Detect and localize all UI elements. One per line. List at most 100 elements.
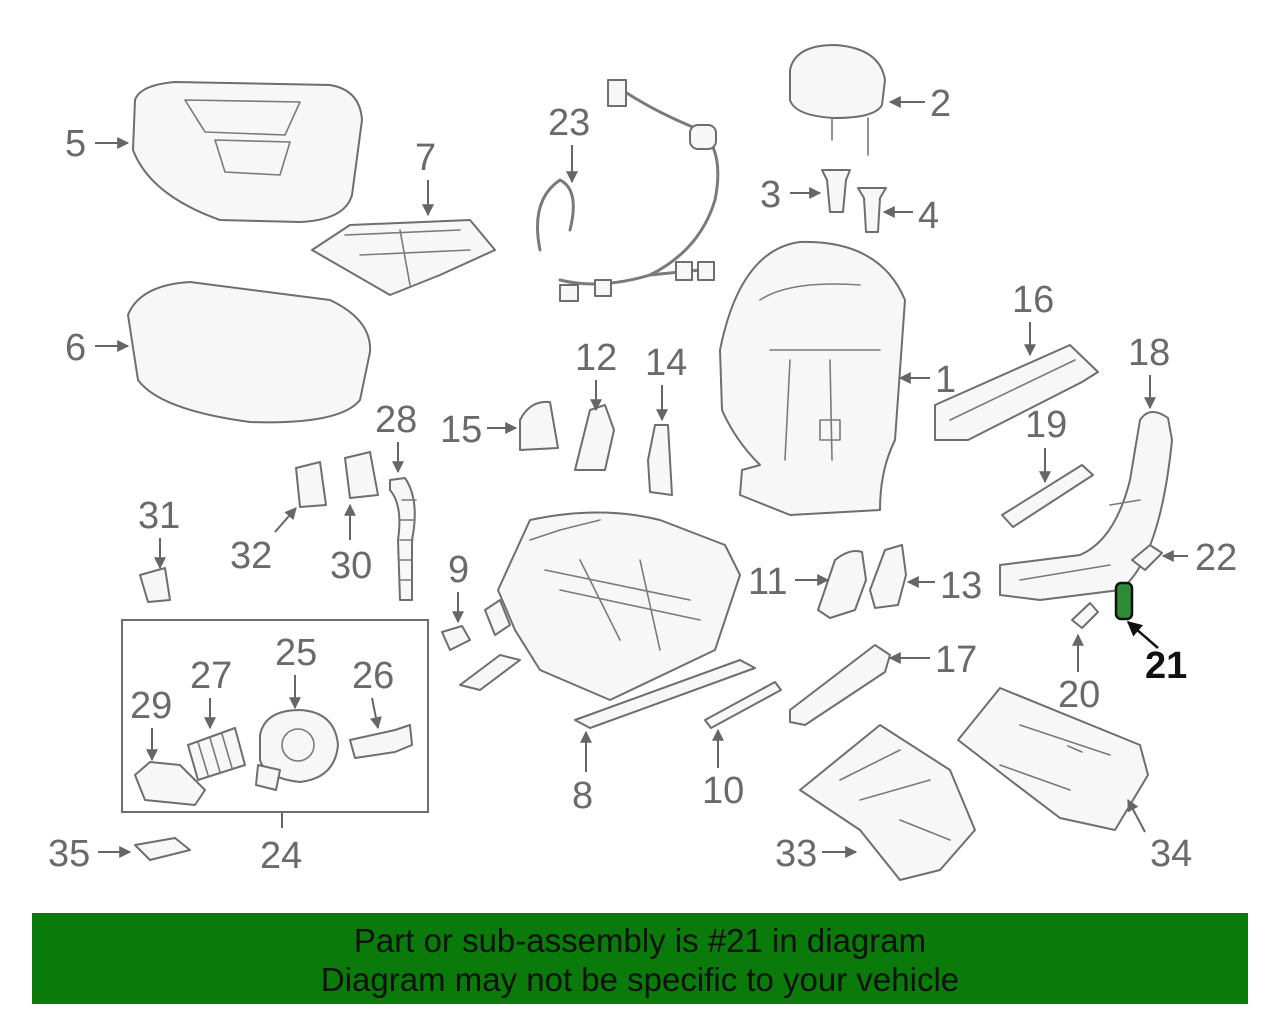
svg-text:2: 2 bbox=[930, 83, 951, 125]
callout-35: 35 bbox=[48, 833, 132, 875]
svg-text:33: 33 bbox=[775, 833, 817, 875]
callout-25: 25 bbox=[275, 632, 317, 710]
part-13-bracket[interactable] bbox=[869, 544, 907, 609]
svg-text:8: 8 bbox=[572, 775, 593, 817]
svg-text:10: 10 bbox=[702, 770, 744, 812]
svg-text:17: 17 bbox=[935, 639, 977, 681]
part-30-duct[interactable] bbox=[344, 451, 379, 499]
svg-text:14: 14 bbox=[645, 342, 687, 384]
callout-6: 6 bbox=[65, 327, 130, 369]
callout-11: 11 bbox=[748, 561, 830, 603]
part-8-seat-frame[interactable] bbox=[459, 511, 756, 729]
svg-text:21: 21 bbox=[1145, 645, 1187, 687]
callout-33: 33 bbox=[775, 833, 858, 875]
callout-14: 14 bbox=[645, 342, 687, 422]
callout-23: 23 bbox=[548, 102, 590, 184]
svg-text:12: 12 bbox=[575, 337, 617, 379]
info-banner: Part or sub-assembly is #21 in diagram D… bbox=[32, 913, 1248, 1004]
part-1-seatback[interactable] bbox=[719, 240, 906, 516]
callout-21: 21 bbox=[1126, 621, 1187, 687]
callout-7: 7 bbox=[415, 137, 436, 217]
part-10-rod[interactable] bbox=[704, 681, 782, 729]
part-5-cushion-pad[interactable] bbox=[132, 81, 363, 223]
svg-text:4: 4 bbox=[918, 195, 939, 237]
callout-28: 28 bbox=[375, 399, 417, 474]
svg-text:29: 29 bbox=[130, 685, 172, 727]
part-14-cover[interactable] bbox=[647, 424, 673, 496]
part-6-cushion-base[interactable] bbox=[127, 281, 372, 424]
callout-4: 4 bbox=[882, 195, 939, 237]
part-20-knob[interactable] bbox=[1071, 602, 1099, 629]
callout-29: 29 bbox=[130, 685, 172, 762]
svg-text:23: 23 bbox=[548, 102, 590, 144]
callout-34: 34 bbox=[1127, 798, 1192, 875]
part-9-clip[interactable] bbox=[441, 625, 471, 651]
callout-30: 30 bbox=[330, 503, 372, 587]
banner-line-disclaimer: Diagram may not be specific to your vehi… bbox=[320, 961, 960, 998]
callout-1: 1 bbox=[898, 359, 956, 401]
svg-text:26: 26 bbox=[352, 655, 394, 697]
svg-text:32: 32 bbox=[230, 535, 272, 577]
part-35-module[interactable] bbox=[134, 837, 191, 861]
callout-18: 18 bbox=[1128, 332, 1170, 410]
part-17-rail-bracket[interactable] bbox=[789, 644, 891, 726]
part-18-side-shield[interactable] bbox=[999, 411, 1173, 601]
part-3-headrest-guide[interactable] bbox=[821, 169, 851, 213]
part-31-plug[interactable] bbox=[139, 567, 171, 603]
part-23-wiring-harness[interactable] bbox=[536, 79, 720, 302]
part-28-duct-hose[interactable] bbox=[389, 477, 417, 601]
svg-text:18: 18 bbox=[1128, 332, 1170, 374]
svg-text:6: 6 bbox=[65, 327, 86, 369]
svg-text:25: 25 bbox=[275, 632, 317, 674]
callout-12: 12 bbox=[575, 337, 617, 412]
part-4-headrest-guide[interactable] bbox=[857, 187, 887, 233]
svg-text:30: 30 bbox=[330, 545, 372, 587]
svg-text:27: 27 bbox=[190, 655, 232, 697]
part-34-lower-cover[interactable] bbox=[957, 687, 1149, 831]
part-26-duct-elbow[interactable] bbox=[349, 724, 413, 759]
part-27-blower-duct[interactable] bbox=[187, 727, 246, 781]
svg-text:5: 5 bbox=[65, 123, 86, 165]
svg-text:3: 3 bbox=[760, 174, 781, 216]
svg-text:20: 20 bbox=[1058, 674, 1100, 716]
part-33-lower-frame[interactable] bbox=[799, 724, 976, 881]
part-16-side-rail[interactable] bbox=[934, 344, 1099, 441]
callout-22: 22 bbox=[1161, 537, 1237, 579]
callout-2: 2 bbox=[888, 83, 951, 125]
callout-15: 15 bbox=[440, 409, 518, 451]
part-15-cover[interactable] bbox=[519, 400, 559, 451]
subassembly-box-24 bbox=[121, 619, 429, 828]
callout-8: 8 bbox=[572, 730, 593, 817]
svg-text:31: 31 bbox=[138, 495, 180, 537]
svg-text:24: 24 bbox=[260, 835, 302, 877]
svg-text:1: 1 bbox=[935, 359, 956, 401]
callout-32: 32 bbox=[230, 507, 297, 577]
part-29-bracket[interactable] bbox=[134, 761, 206, 806]
svg-text:34: 34 bbox=[1150, 833, 1192, 875]
callout-3: 3 bbox=[760, 174, 822, 216]
callout-9: 9 bbox=[448, 549, 469, 624]
svg-text:13: 13 bbox=[940, 565, 982, 607]
seat-parts-diagram: 5 7 6 23 2 bbox=[48, 44, 1237, 881]
part-19-switch-bracket[interactable] bbox=[1001, 464, 1094, 528]
callout-13: 13 bbox=[906, 565, 982, 607]
callout-24: 24 bbox=[260, 835, 302, 877]
part-11-bracket[interactable] bbox=[817, 550, 867, 619]
callout-10: 10 bbox=[702, 728, 744, 812]
banner-line-part: Part or sub-assembly is #21 in diagram bbox=[353, 922, 927, 959]
part-21-highlighted[interactable] bbox=[1114, 581, 1134, 621]
part-12-cover[interactable] bbox=[574, 404, 615, 471]
callout-17: 17 bbox=[888, 639, 977, 681]
callout-27: 27 bbox=[190, 655, 232, 730]
svg-text:19: 19 bbox=[1025, 404, 1067, 446]
part-7-heater-element[interactable] bbox=[311, 219, 496, 296]
part-32-duct[interactable] bbox=[295, 461, 327, 508]
callout-31: 31 bbox=[138, 495, 180, 570]
svg-text:16: 16 bbox=[1012, 279, 1054, 321]
svg-text:28: 28 bbox=[375, 399, 417, 441]
part-2-headrest[interactable] bbox=[789, 44, 886, 156]
part-25-blower-motor[interactable] bbox=[255, 709, 339, 791]
callout-16: 16 bbox=[1012, 279, 1054, 357]
callout-19: 19 bbox=[1025, 404, 1067, 484]
svg-text:22: 22 bbox=[1195, 537, 1237, 579]
